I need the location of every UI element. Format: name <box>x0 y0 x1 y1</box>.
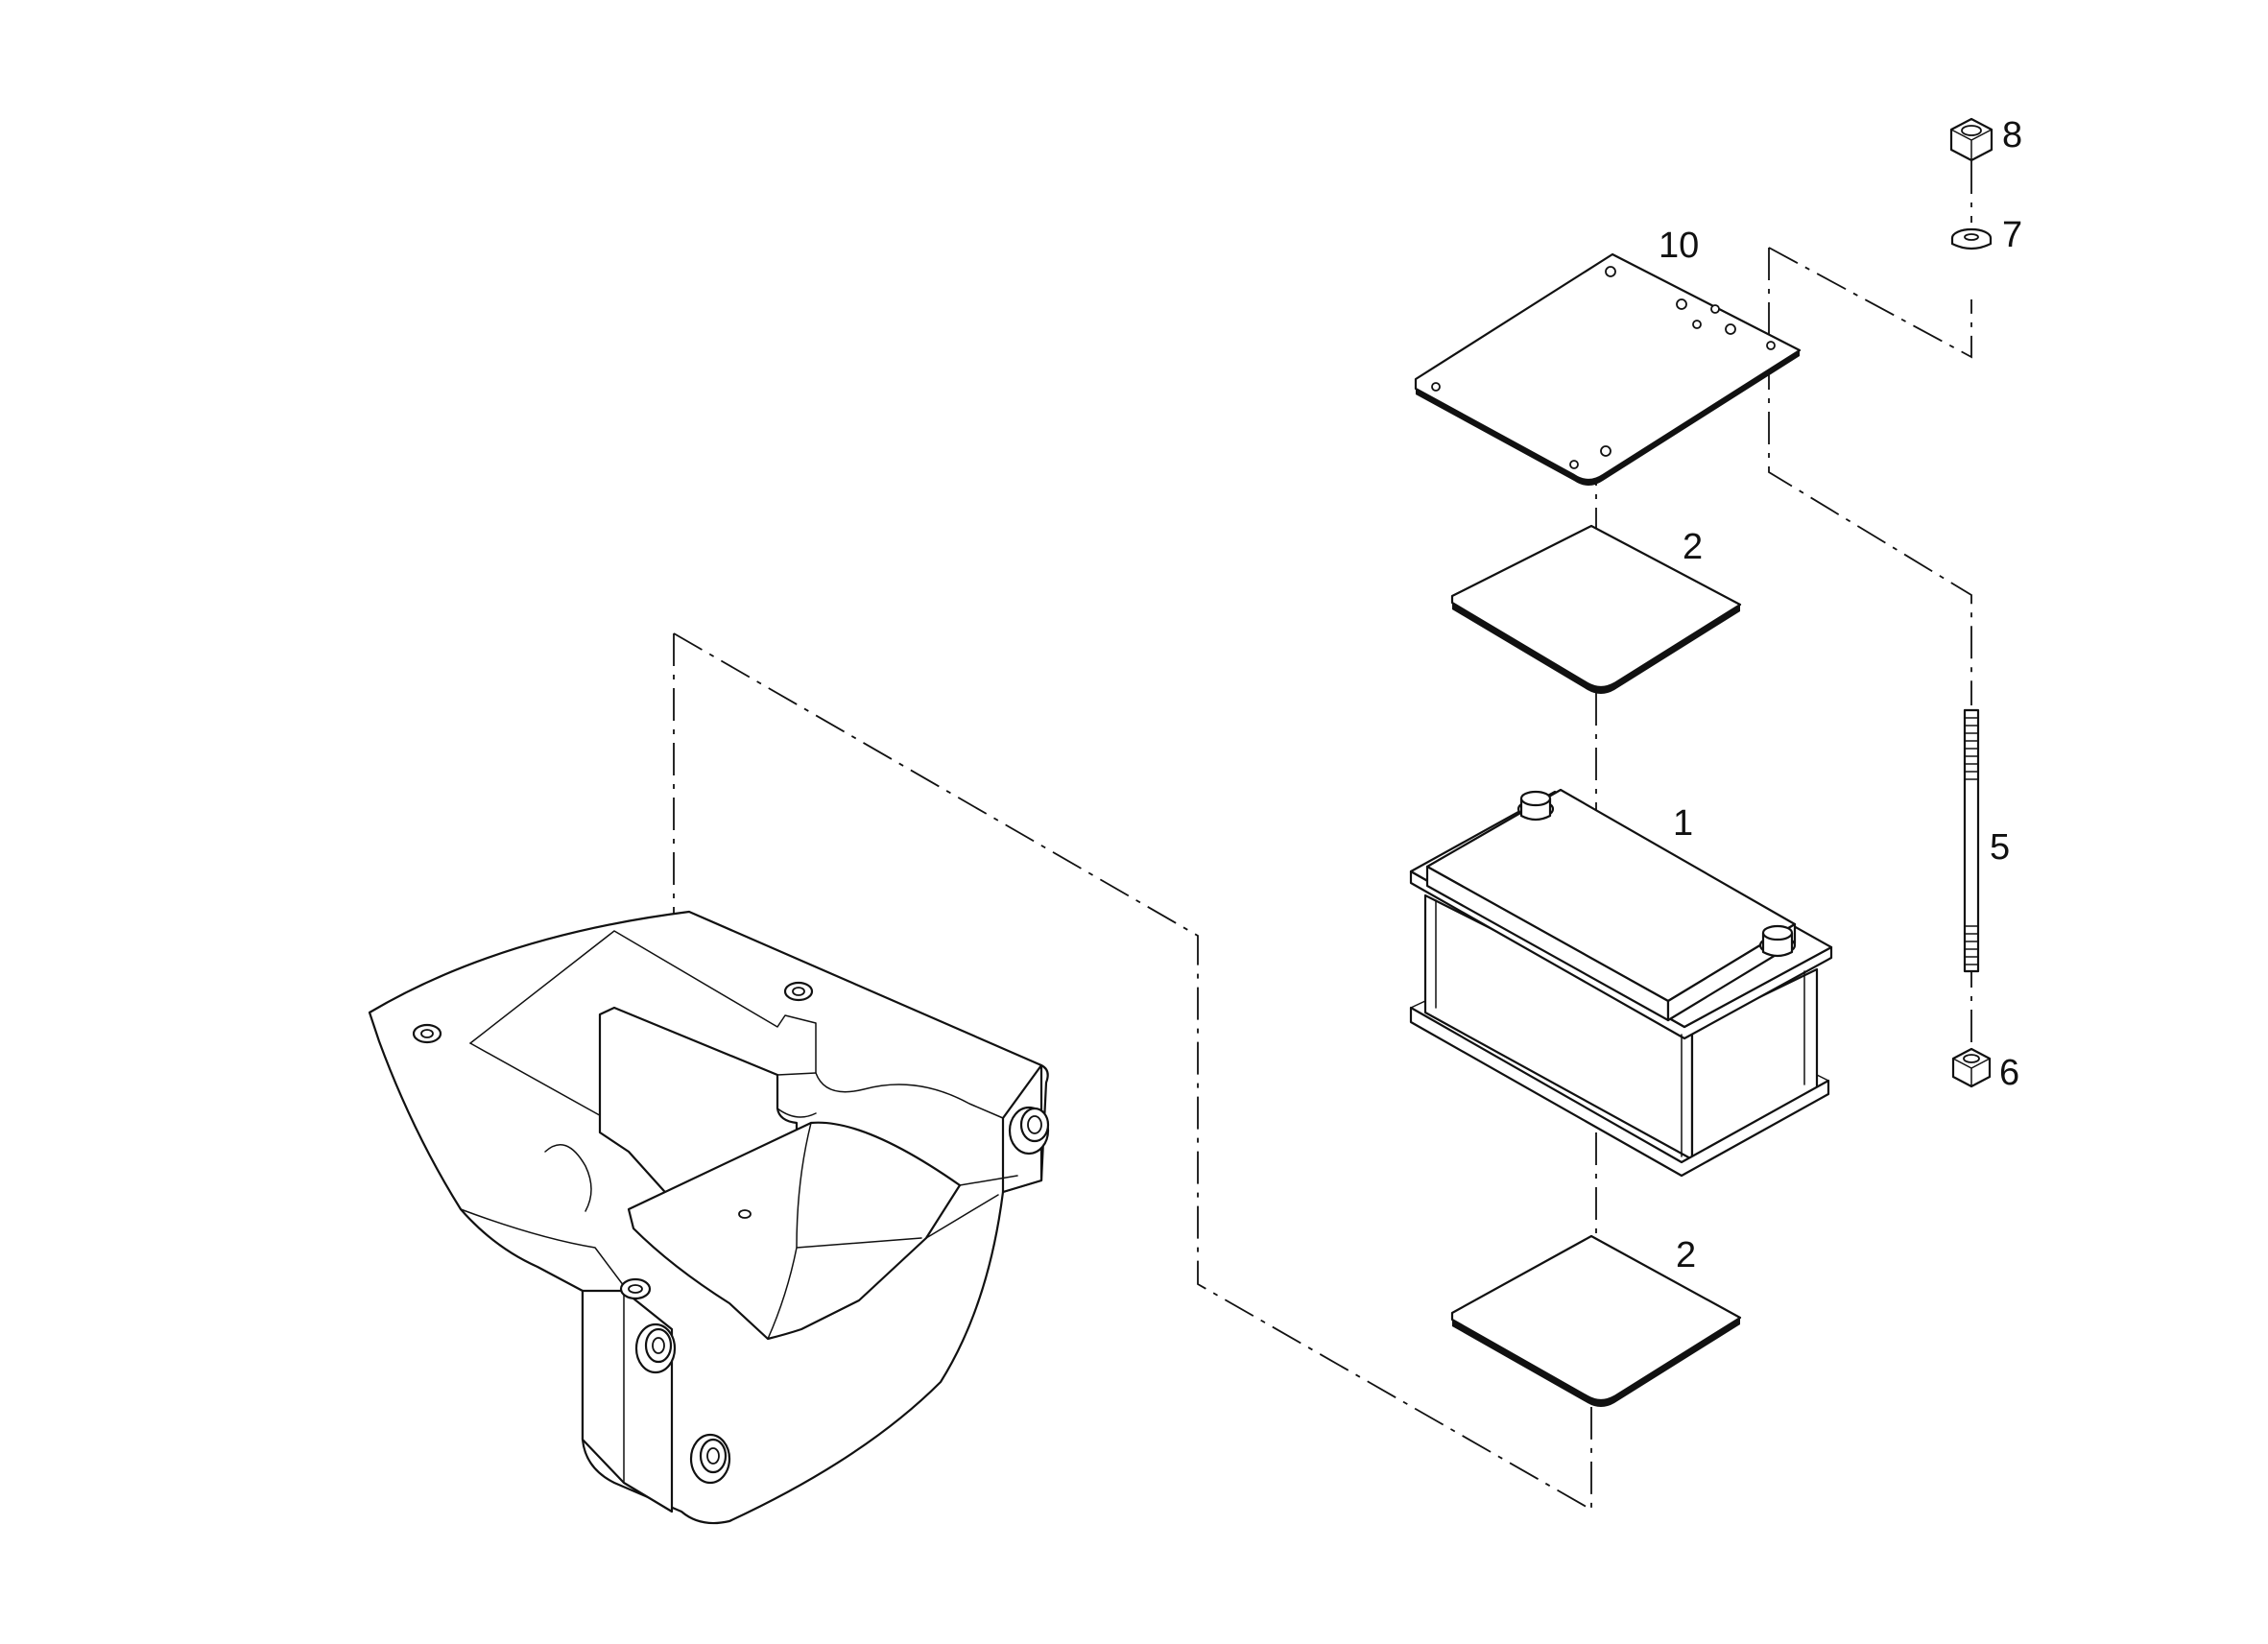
label-tie-rod: 5 <box>1990 827 2010 868</box>
battery-tray[interactable] <box>368 910 1050 1525</box>
label-pad-lower: 2 <box>1676 1235 1696 1275</box>
label-battery: 1 <box>1673 803 1693 844</box>
nut-lower[interactable] <box>1951 1047 1992 1088</box>
battery[interactable] <box>1409 788 1833 1178</box>
label-nut-lower: 6 <box>1999 1053 2019 1093</box>
clamp-plate[interactable] <box>1414 252 1802 486</box>
tray-to-battery-line <box>673 632 1592 1512</box>
pad-upper[interactable] <box>1450 524 1742 694</box>
part-labels: 10 2 1 2 5 6 7 8 <box>1659 115 2022 1275</box>
label-pad-upper: 2 <box>1683 527 1703 567</box>
nut-upper[interactable] <box>1949 117 1993 162</box>
stud-center-line <box>1768 248 1972 705</box>
label-clamp-plate: 10 <box>1659 226 1699 266</box>
washer[interactable] <box>1950 227 1993 250</box>
tie-rod[interactable] <box>1963 708 1980 973</box>
stud-to-plate-line <box>1768 247 1972 359</box>
label-nut-upper: 8 <box>2002 115 2022 155</box>
pad-lower[interactable] <box>1450 1234 1742 1407</box>
label-washer: 7 <box>2002 215 2022 255</box>
